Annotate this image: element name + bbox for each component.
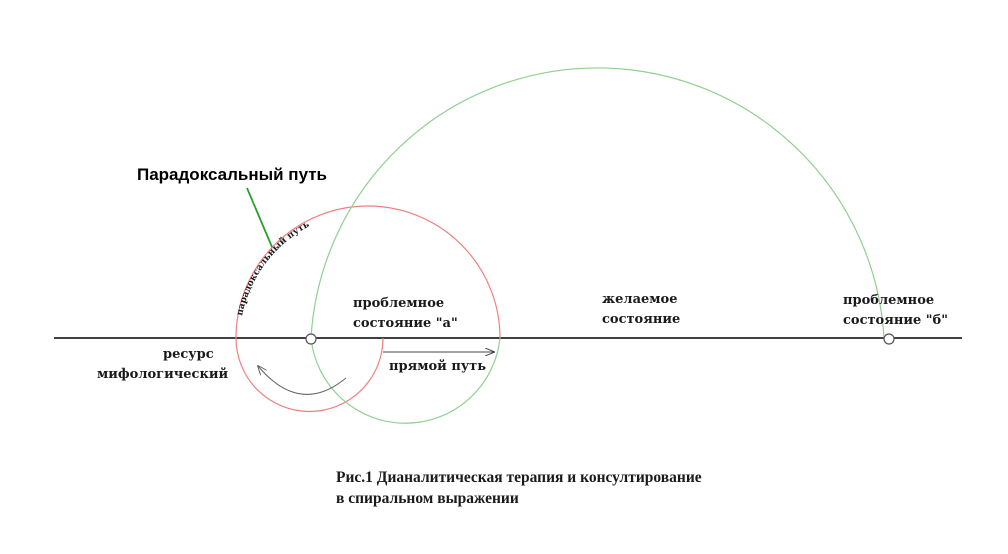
label-desired-line2: состояние — [602, 312, 680, 327]
label-desired-line1: желаемое — [602, 292, 678, 307]
label-problem-a-line1: проблемное — [353, 296, 444, 311]
label-resource-line1: ресурс — [163, 347, 214, 362]
curved-arrow — [258, 366, 347, 395]
label-direct-path: прямой путь — [389, 359, 486, 374]
label-problem-b-line2: состояние "б" — [843, 313, 948, 328]
label-problem-b-line1: проблемное — [843, 293, 934, 308]
green-spiral — [310, 67, 885, 424]
figure-caption-line1: Рис.1 Дианалитическая терапия и консулти… — [336, 469, 702, 486]
red-spiral-outer — [235, 205, 501, 413]
point-b — [883, 333, 895, 345]
callout-text: Парадоксальный путь — [137, 165, 327, 184]
label-resource-line2: мифологический — [97, 367, 229, 382]
figure-caption-line2: в спиральном выражении — [336, 490, 519, 507]
callout-line — [246, 187, 273, 248]
point-a — [305, 333, 317, 345]
arc-path-label: парадоксальный путь — [235, 220, 311, 317]
label-problem-a-line2: состояние "а" — [353, 316, 458, 331]
